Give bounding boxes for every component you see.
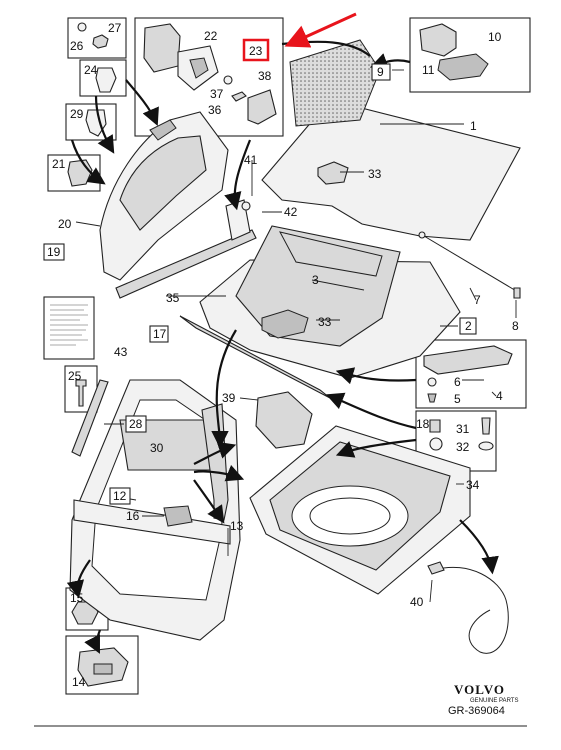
part-label-4: 4: [496, 389, 503, 403]
inset-box-25: [64, 365, 98, 413]
part-label-33-top: 33: [368, 167, 382, 181]
brand-logo: VOLVO: [454, 682, 505, 697]
brand-subtitle: GENUINE PARTS: [470, 698, 518, 704]
part-label-26: 26: [70, 39, 84, 53]
part-label-41: 41: [244, 153, 258, 167]
inset-box-26-27: [67, 17, 127, 59]
part-label-14: 14: [72, 675, 86, 689]
inset-box-13-14: [65, 635, 139, 695]
highlight-box-23: [242, 38, 270, 62]
part-label-2: 2: [465, 319, 472, 333]
part-label-30: 30: [150, 441, 164, 455]
part-label-43: 43: [114, 345, 128, 359]
part-label-22: 22: [204, 29, 218, 43]
floor-compartment: [179, 225, 461, 399]
strap: [418, 231, 521, 299]
part-label-13: 13: [230, 519, 244, 533]
part-label-33-bottom: 33: [318, 315, 332, 329]
part-label-16: 16: [126, 509, 140, 523]
inset-box-43: [43, 296, 95, 360]
part-label-32: 32: [456, 440, 470, 454]
part-label-23: 23: [249, 44, 263, 58]
part-label-6: 6: [454, 375, 461, 389]
brand-block: VOLVO GENUINE PARTS GR-369064: [448, 682, 518, 717]
part-label-34: 34: [466, 478, 480, 492]
part-label-5: 5: [454, 392, 461, 406]
part-label-3: 3: [312, 273, 319, 287]
inset-box-24: [79, 59, 127, 97]
partition-screen: [289, 39, 381, 127]
part-label-11: 11: [422, 63, 435, 77]
inset-box-10-11: [409, 17, 531, 93]
part-label-12: 12: [113, 489, 127, 503]
part-label-24: 24: [84, 63, 98, 77]
part-labels: 1 2 3 4 5 6 7 8 9 10 11 12 13 14 15 16 1…: [43, 21, 519, 689]
part-label-25: 25: [68, 369, 82, 383]
inset-box-22-38: [134, 17, 284, 137]
red-arrow: [284, 12, 357, 48]
inset-box-29: [65, 103, 117, 141]
part-label-8: 8: [512, 319, 519, 333]
inset-box-18-31-32: [415, 410, 497, 472]
part-label-29: 29: [70, 107, 84, 121]
part-label-15: 15: [70, 591, 84, 605]
part-label-39: 39: [222, 391, 236, 405]
part-label-10: 10: [488, 30, 502, 44]
part-label-35: 35: [166, 291, 180, 305]
cable: [427, 561, 509, 654]
inset-box-4-6-5: [415, 339, 527, 409]
part-label-18: 18: [416, 417, 430, 431]
part-label-37: 37: [210, 87, 224, 101]
part-label-21: 21: [52, 157, 66, 171]
part-label-17: 17: [153, 327, 167, 341]
part-label-1: 1: [470, 119, 477, 133]
part-label-9: 9: [377, 65, 384, 79]
sill-scuff: [255, 391, 313, 449]
handle-strip: [163, 505, 193, 527]
floor-tray: [249, 425, 471, 595]
part-label-36: 36: [208, 103, 222, 117]
part-label-28: 28: [129, 417, 143, 431]
part-label-27: 27: [108, 21, 122, 35]
part-label-19: 19: [47, 245, 61, 259]
diagram-reference: GR-369064: [448, 705, 505, 717]
part-label-38: 38: [258, 69, 272, 83]
tailgate-trim: [69, 379, 241, 641]
part-label-31: 31: [456, 422, 470, 436]
leader-lines: [75, 69, 517, 603]
part-label-20: 20: [58, 217, 72, 231]
part-label-42: 42: [284, 205, 298, 219]
part-label-7: 7: [474, 293, 481, 307]
part-label-40: 40: [410, 595, 424, 609]
side-trim-panel: [99, 111, 229, 281]
